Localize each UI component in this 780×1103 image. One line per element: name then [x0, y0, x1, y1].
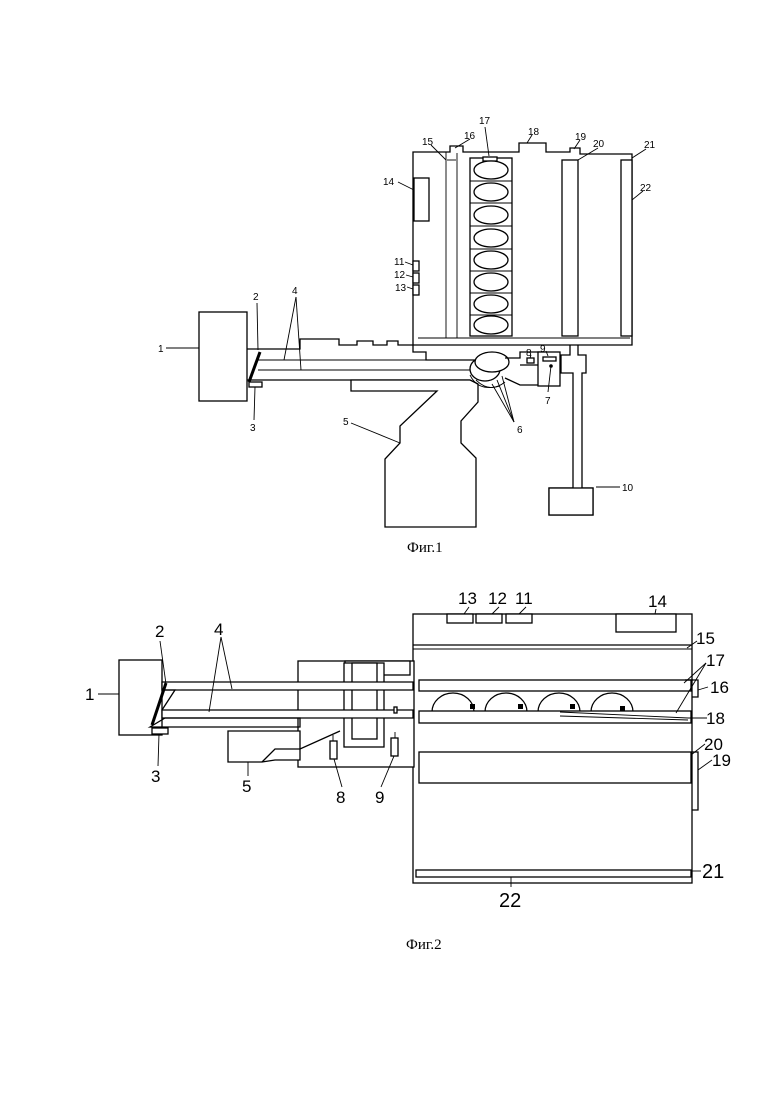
fig2-panel-11: [506, 614, 532, 623]
fig2-label-17: 17: [706, 651, 725, 670]
figure-1: 1 2 3 4 5 6 7 8 9 10 11 12 13 14 15 16 1…: [158, 116, 656, 556]
fig2-label-22: 22: [499, 890, 521, 912]
fig1-sensor-12: [413, 273, 419, 283]
fig2-label-20: 20: [704, 735, 723, 754]
fig2-bracket-19: [692, 752, 698, 810]
fig1-label-18: 18: [528, 127, 540, 138]
fig1-label-20: 20: [593, 139, 605, 150]
fig2-sensor-9: [391, 738, 398, 756]
fig2-machine-housing: [413, 614, 692, 883]
fig2-label-1: 1: [85, 685, 94, 704]
fig2-label-8: 8: [336, 788, 345, 807]
fig2-label-21: 21: [702, 861, 724, 883]
fig1-label-11: 11: [394, 257, 405, 268]
fig1-unit-14: [414, 178, 429, 221]
fig2-support-3: [152, 728, 168, 734]
fig2-panel-12: [476, 614, 502, 623]
fig1-label-14: 14: [383, 177, 395, 188]
fig1-unit-1: [199, 312, 247, 401]
fig1-label-12: 12: [394, 270, 406, 281]
fig2-bracket-16: [692, 680, 698, 697]
fig1-label-16: 16: [464, 131, 476, 142]
fig1-label-10: 10: [622, 483, 634, 494]
fig2-label-5: 5: [242, 777, 251, 796]
fig2-funnel-5: [228, 731, 300, 762]
fig2-rail-21: [416, 870, 691, 877]
fig1-support-3: [249, 382, 262, 387]
fig2-label-9: 9: [375, 788, 384, 807]
fig2-rail-20: [419, 752, 691, 783]
fig2-rail-lower: [419, 711, 691, 723]
fig2-label-13: 13: [458, 589, 477, 608]
fig2-label-11: 11: [515, 589, 533, 608]
fig2-label-16: 16: [710, 678, 729, 697]
fig1-label-4: 4: [292, 286, 298, 297]
fig1-plate-2: [249, 352, 260, 382]
fig1-column-22: [621, 160, 632, 336]
fig1-part-9: [543, 357, 556, 361]
figure-2: 1 2 3 4 5 8 9 11 12 13 14 15 16 17 18 19…: [85, 589, 731, 953]
fig1-label-19: 19: [575, 132, 587, 143]
fig1-label-22: 22: [640, 183, 652, 194]
fig2-label-14: 14: [648, 592, 667, 611]
fig2-sensor-8: [330, 741, 337, 759]
fig1-label-21: 21: [644, 140, 656, 151]
fig2-chute: [162, 682, 413, 690]
fig1-caption: Фиг.1: [407, 540, 443, 556]
fig1-sensor-11: [413, 261, 419, 271]
fig1-label-3: 3: [250, 423, 256, 434]
fig1-column-20: [562, 160, 578, 336]
fig1-label-1: 1: [158, 344, 164, 355]
fig2-label-4: 4: [214, 620, 223, 639]
fig1-collector-10: [549, 488, 593, 515]
fig2-label-15: 15: [696, 629, 715, 648]
fig2-label-18: 18: [706, 709, 725, 728]
fig1-label-15: 15: [422, 137, 434, 148]
fig2-panel-14: [616, 614, 676, 632]
fig1-label-6: 6: [517, 425, 523, 436]
fig1-funnel-5: [351, 380, 478, 527]
fig1-label-7: 7: [545, 396, 551, 407]
fig1-label-9: 9: [540, 344, 546, 355]
fig1-sensor-13: [413, 285, 419, 295]
fig2-caption: Фиг.2: [406, 937, 442, 953]
fig1-label-2: 2: [253, 292, 259, 303]
fig2-rail-upper: [419, 680, 691, 691]
fig1-label-8: 8: [526, 348, 532, 359]
fig1-label-17: 17: [479, 116, 491, 127]
fig1-label-5: 5: [343, 417, 349, 428]
fig2-panel-13: [447, 614, 473, 623]
fig2-label-2: 2: [155, 622, 164, 641]
fig2-label-3: 3: [151, 767, 160, 786]
fig1-label-13: 13: [395, 283, 407, 294]
fig2-label-12: 12: [488, 589, 507, 608]
